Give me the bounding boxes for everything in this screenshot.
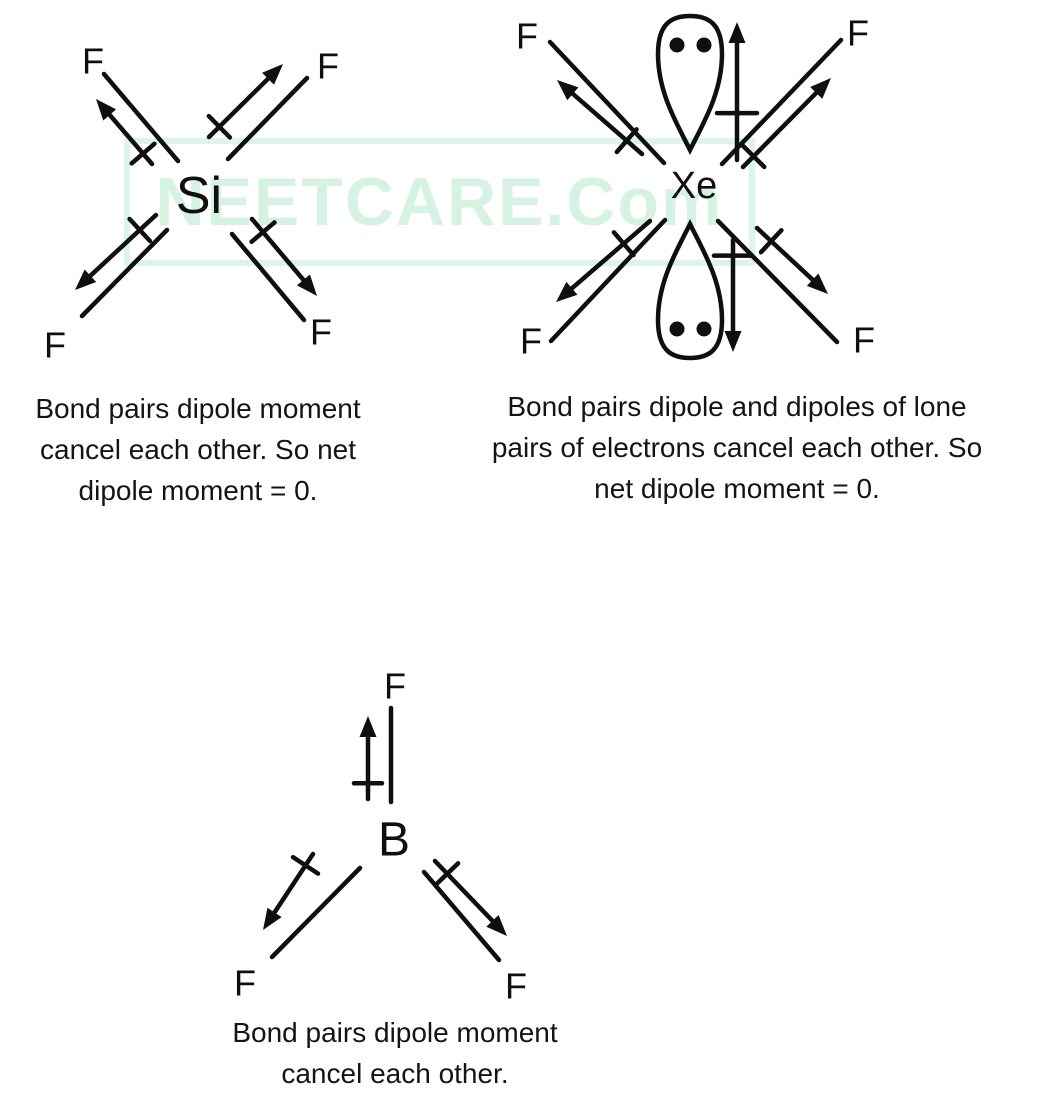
xef4-lone-pair-dipole-arrow-head: [724, 331, 742, 352]
sif4-bond-line: [225, 75, 310, 162]
xef4-bond-line: [548, 217, 668, 344]
xef4-dipole-arrow-cross: [614, 127, 639, 155]
xef4-atom-label-xe: Xe: [671, 165, 717, 207]
xef4-dipole-arrow-shaft: [754, 225, 818, 285]
watermark-text: NEETCARE.Com: [155, 164, 724, 240]
xef4-lone-pair-electron-dot: [696, 37, 712, 53]
bf3-atom-label-f: F: [505, 966, 527, 1007]
sif4-dipole-arrow-head: [96, 99, 117, 121]
sif4-dipole-arrow-head: [75, 269, 97, 290]
xef4-lone-pair-lobe: [655, 218, 725, 361]
xef4-dipole-arrow-head: [557, 80, 579, 101]
sif4-dipole-arrow-shaft: [85, 212, 159, 281]
sif4-atom-label-f: F: [317, 46, 339, 87]
xef4-lone-pair-electron-dot: [669, 37, 685, 53]
bf3-bond-line: [269, 865, 363, 960]
sif4-atom-label-f: F: [82, 41, 104, 82]
sif4-dipole-arrow-cross: [249, 220, 277, 245]
sif4-atom-label-f: F: [44, 325, 66, 366]
sif4-dipole-arrow-cross: [206, 113, 233, 140]
sif4-dipole-arrow-head: [296, 274, 317, 296]
caption-line: cancel each other. So net: [39, 434, 356, 465]
sif4-bond-line: [229, 231, 307, 323]
xef4-dipole-arrow-head: [556, 281, 578, 302]
caption-xef4: Bond pairs dipole and dipoles of lone pa…: [492, 386, 982, 509]
caption-line: pairs of electrons cancel each other. So: [491, 432, 983, 463]
xef4-dipole-arrow-shaft: [740, 87, 822, 170]
sif4-bond-line: [79, 227, 170, 319]
caption-bf3: Bond pairs dipole moment cancel each oth…: [232, 1012, 557, 1094]
caption-line: cancel each other.: [281, 1058, 509, 1089]
xef4-dipole-arrow-head: [810, 78, 831, 99]
xef4-dipole-arrow-cross: [740, 143, 767, 170]
caption-line: Bond pairs dipole moment: [35, 393, 361, 424]
xef4-lone-pair-electron-dot: [669, 321, 685, 337]
watermark: NEETCARE.Com: [124, 138, 755, 266]
bf3-dipole-arrow-shaft: [270, 851, 316, 919]
bf3-atom-label-f: F: [234, 963, 256, 1004]
xef4-atom-label-f: F: [516, 16, 538, 57]
sif4-atom-label-si: Si: [176, 167, 222, 225]
bf3-dipole-arrow-head: [263, 907, 282, 930]
bf3-atom-label-f: F: [384, 666, 406, 707]
xef4-dipole-arrow-shaft: [567, 88, 645, 157]
xef4-dipole-arrow-cross: [611, 230, 636, 258]
bf3-dipole-arrow-cross: [290, 854, 321, 876]
xef4-bond-line: [719, 37, 844, 167]
xef4-lone-pair-dipole-arrow-head: [728, 22, 746, 43]
bf3-dipole-arrow-cross: [434, 861, 461, 887]
caption-line: net dipole moment = 0.: [594, 473, 880, 504]
xef4-bond-line: [547, 39, 667, 166]
sif4-dipole-arrow-cross: [129, 141, 157, 166]
sif4-atom-label-f: F: [310, 312, 332, 353]
xef4-atom-label-f: F: [847, 13, 869, 54]
xef4-dipole-arrow-head: [806, 273, 828, 294]
xef4-dipole-arrow-cross: [758, 227, 784, 255]
sif4-dipole-arrow-head: [262, 64, 283, 85]
caption-line: dipole moment = 0.: [78, 475, 318, 506]
caption-sif4: Bond pairs dipole moment cancel each oth…: [35, 388, 360, 511]
bf3-dipole-arrow-shaft: [432, 858, 498, 926]
sif4-dipole-arrow-shaft: [104, 109, 155, 167]
xef4-lone-pair-lobe: [655, 13, 725, 156]
xef4-lone-pair-electron-dot: [696, 321, 712, 337]
caption-line: Bond pairs dipole moment: [232, 1017, 558, 1048]
sif4-bond-line: [101, 71, 181, 164]
sif4-dipole-arrow-cross: [127, 216, 153, 244]
xef4-bond-line: [715, 218, 840, 345]
bf3-dipole-arrow-head: [486, 914, 507, 936]
sif4-dipole-arrow-shaft: [249, 216, 309, 286]
bf3-dipole-arrow-head: [359, 716, 377, 737]
xef4-dipole-arrow-shaft: [566, 218, 653, 294]
caption-line: Bond pairs dipole and dipoles of lone: [507, 391, 967, 422]
xef4-atom-label-f: F: [520, 321, 542, 362]
bf3-atom-label-b: B: [378, 814, 410, 867]
bf3-bond-line: [421, 869, 502, 963]
xef4-atom-label-f: F: [853, 320, 875, 361]
